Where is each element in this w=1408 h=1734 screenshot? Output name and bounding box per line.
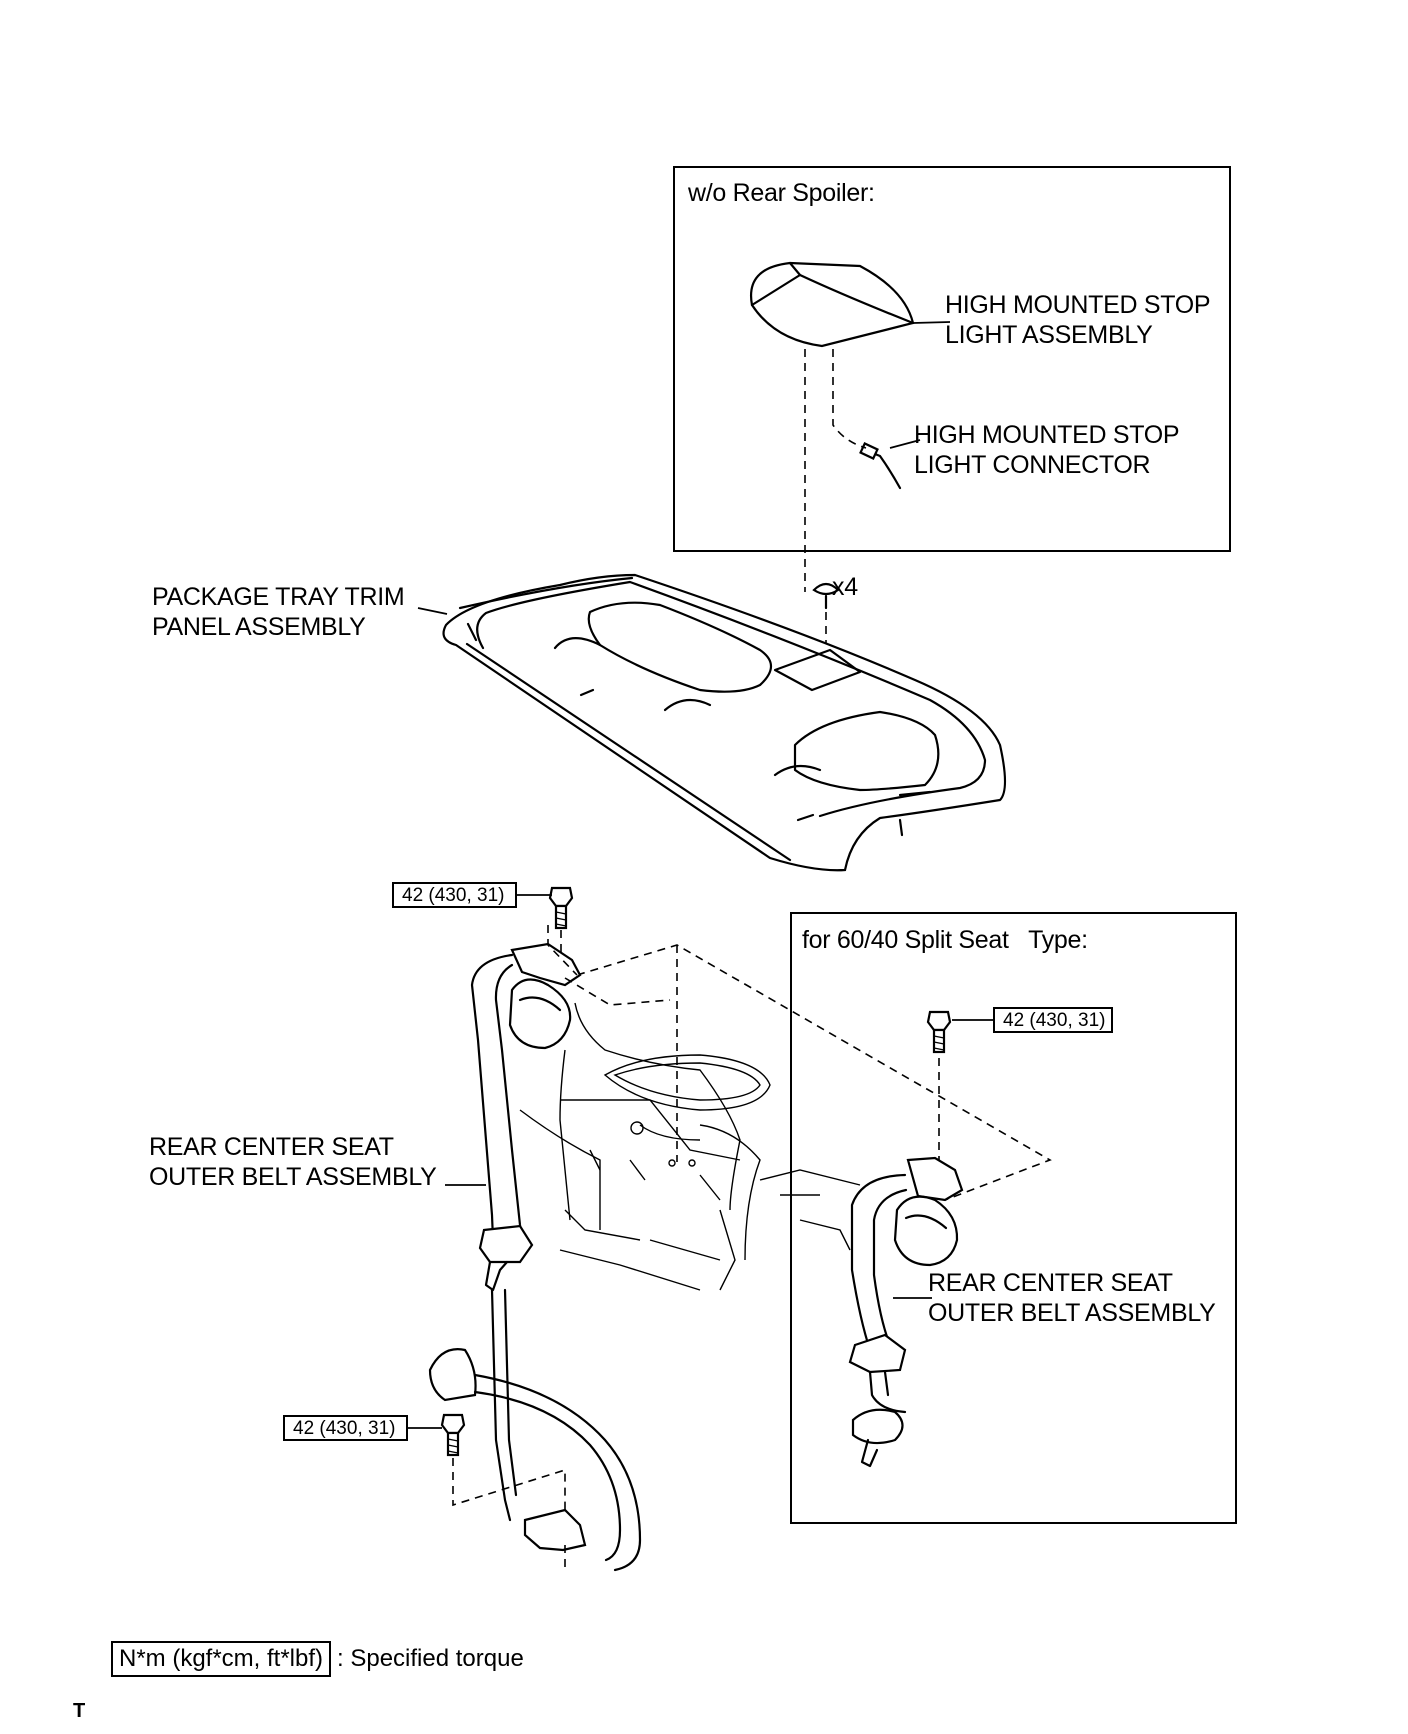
stop-light-assembly-label: HIGH MOUNTED STOP LIGHT ASSEMBLY: [945, 291, 1211, 349]
inset-belt-label: REAR CENTER SEAT OUTER BELT ASSEMBLY: [928, 1269, 1216, 1327]
clip-fastener: [812, 582, 840, 610]
package-tray-drawing: [442, 573, 1007, 872]
inset-top-title: w/o Rear Spoiler:: [688, 179, 875, 207]
main-belt-label: REAR CENTER SEAT OUTER BELT ASSEMBLY: [149, 1133, 437, 1191]
main-seat-belt-drawing: [428, 942, 642, 1572]
inset-split-seat-type: [790, 912, 1237, 1524]
bolt-inset: [926, 1010, 952, 1054]
clip-count-label: x4: [832, 573, 858, 601]
body-floor-panel: [519, 944, 1052, 1291]
torque-spec-inset: 42 (430, 31): [993, 1007, 1113, 1033]
inset-bottom-title: for 60/40 Split Seat Type:: [802, 926, 1088, 954]
bolt-upper: [548, 886, 574, 930]
legend-torque-unit-box: N*m (kgf*cm, ft*lbf): [111, 1641, 332, 1677]
split-seat-belt-drawing: [848, 1156, 964, 1468]
inset-without-rear-spoiler: [673, 166, 1231, 552]
bolt-lower: [440, 1413, 466, 1457]
package-tray-label: PACKAGE TRAY TRIM PANEL ASSEMBLY: [152, 583, 405, 641]
torque-spec-lower: 42 (430, 31): [283, 1415, 408, 1441]
torque-spec-upper: 42 (430, 31): [392, 882, 517, 908]
legend-torque-description: : Specified torque: [337, 1645, 524, 1672]
connector-guide-line: [832, 349, 867, 449]
stop-light-connector-label: HIGH MOUNTED STOP LIGHT CONNECTOR: [914, 421, 1180, 479]
corner-mark: T: [73, 1700, 86, 1722]
stop-light-drawing: [749, 261, 915, 348]
